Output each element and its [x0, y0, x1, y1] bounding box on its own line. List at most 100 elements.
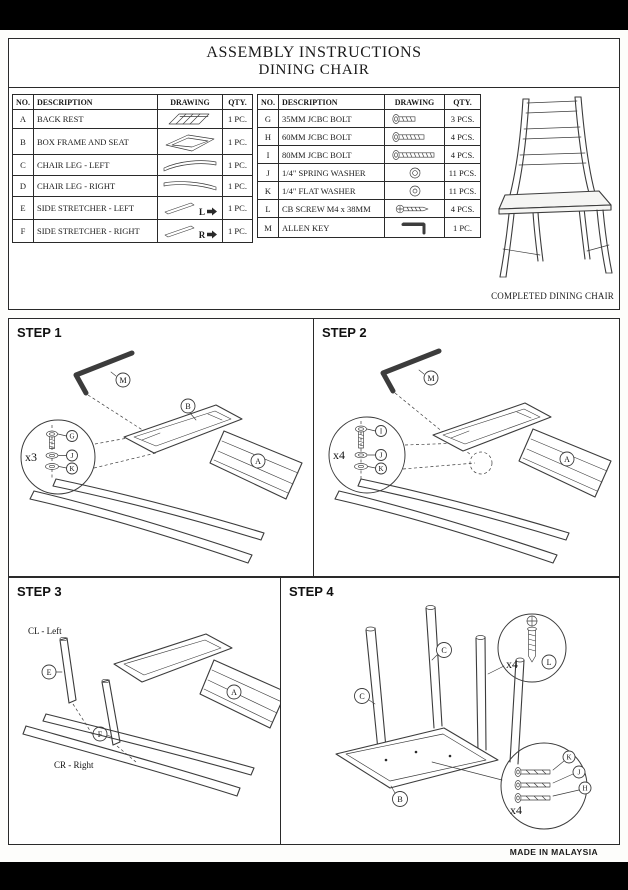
part-qty: 4 PCS.: [444, 199, 481, 218]
part-no: L: [257, 199, 279, 218]
callout-flat-washer: K: [375, 462, 387, 475]
part-no: F: [12, 219, 34, 243]
svg-text:J: J: [71, 452, 74, 460]
part-drawing: L: [157, 196, 223, 220]
front-legs-drawing: [22, 713, 255, 797]
flat-washer-icon: [409, 185, 420, 196]
svg-text:J: J: [578, 768, 581, 776]
callout-back-rest: A: [250, 453, 266, 469]
callout-right-stretcher: F: [92, 726, 108, 742]
table-row: D CHAIR LEG - RIGHT 1 PC.: [12, 175, 253, 197]
part-qty: 11 PCS.: [444, 181, 481, 200]
part-qty: 4 PCS.: [444, 145, 481, 164]
part-description: SIDE STRETCHER - LEFT: [33, 196, 158, 220]
front-legs-drawing: [29, 478, 265, 564]
seat-frame-drawing: [113, 633, 233, 683]
part-no: C: [12, 154, 34, 176]
svg-text:L: L: [547, 658, 552, 667]
table-row: G 35MM JCBC BOLT 3 PCS.: [257, 109, 481, 128]
svg-text:B: B: [185, 402, 190, 411]
part-description: CHAIR LEG - RIGHT: [33, 175, 158, 197]
instruction-sheet: ASSEMBLY INSTRUCTIONS DINING CHAIR NO. D…: [0, 30, 628, 862]
right-stretcher-drawing: [101, 678, 137, 763]
bolt-60mm-icon: [391, 131, 424, 142]
box-frame-icon: [165, 134, 215, 151]
callout-spring-washer: J: [572, 765, 586, 779]
chair-leg-left-icon: [163, 160, 217, 172]
part-no: D: [12, 175, 34, 197]
step-1-diagram: M x3 G J K: [20, 350, 303, 564]
part-description: BACK REST: [33, 109, 158, 129]
callout-spring-washer: J: [66, 449, 78, 462]
seat-box-drawing: [335, 727, 499, 789]
callout-flat-washer: K: [66, 462, 78, 475]
front-legs-drawing: [334, 478, 570, 564]
callout-allen-key: M: [115, 372, 131, 388]
part-description: 60MM JCBC BOLT: [278, 127, 385, 146]
stretcher-right-mark: R: [198, 229, 206, 240]
part-qty: 1 PC.: [222, 154, 253, 176]
table-row: J 1/4" SPRING WASHER 11 PCS.: [257, 163, 481, 182]
step-4-diagram: C C B x4 L: [335, 605, 592, 830]
table-row: B BOX FRAME AND SEAT 1 PC.: [12, 128, 253, 155]
col-qty: QTY.: [222, 94, 253, 110]
hardware-detail-circle: x4: [328, 416, 406, 494]
seat-frame-drawing: [432, 402, 552, 452]
col-no: NO.: [12, 94, 34, 110]
bolt-drawing: [514, 780, 551, 790]
page-subtitle: DINING CHAIR: [258, 62, 370, 78]
col-description: DESCRIPTION: [278, 94, 385, 110]
part-drawing: [157, 154, 223, 176]
table-row: M ALLEN KEY 1 PC.: [257, 217, 481, 238]
part-description: SIDE STRETCHER - RIGHT: [33, 219, 158, 243]
part-no: A: [12, 109, 34, 129]
svg-text:E: E: [47, 668, 52, 677]
svg-text:I: I: [380, 427, 383, 435]
parts-table-frame: NO. DESCRIPTION DRAWING QTY. A BACK REST…: [12, 94, 253, 243]
side-stretcher-right-icon: [164, 225, 195, 237]
callout-screw: L: [541, 654, 557, 670]
svg-text:H: H: [582, 784, 587, 792]
part-drawing: R: [157, 219, 223, 243]
svg-text:J: J: [380, 451, 383, 459]
table-row: E SIDE STRETCHER - LEFT L 1 PC.: [12, 196, 253, 220]
part-drawing: [384, 217, 445, 238]
col-no: NO.: [257, 94, 279, 110]
part-qty: 1 PC.: [222, 128, 253, 155]
back-rest-icon: [168, 113, 210, 125]
right-leg-label: CR - Right: [54, 760, 94, 770]
part-qty: 3 PCS.: [444, 109, 481, 128]
table-row: C CHAIR LEG - LEFT 1 PC.: [12, 154, 253, 176]
part-qty: 1 PC.: [222, 196, 253, 220]
allen-key-icon: [401, 221, 425, 234]
step-2-label: STEP 2: [322, 325, 367, 340]
spring-washer-icon: [409, 167, 420, 178]
callout-leg-front: C: [354, 688, 370, 704]
svg-text:M: M: [427, 374, 434, 383]
page-title: ASSEMBLY INSTRUCTIONS: [206, 44, 422, 61]
part-no: G: [257, 109, 279, 128]
svg-text:F: F: [98, 730, 103, 739]
part-no: E: [12, 196, 34, 220]
stretcher-left-mark: L: [198, 206, 205, 217]
callout-seat-box: B: [392, 791, 408, 807]
part-drawing: [384, 199, 445, 218]
cb-screw-icon: [395, 204, 428, 213]
step-4-panel: STEP 4 C C: [280, 577, 620, 845]
svg-text:A: A: [255, 457, 261, 466]
table-row: I 80MM JCBC BOLT 4 PCS.: [257, 145, 481, 164]
part-no: B: [12, 128, 34, 155]
step-4-label: STEP 4: [289, 584, 334, 599]
part-description: 1/4" FLAT WASHER: [278, 181, 385, 200]
side-stretcher-left-icon: [164, 202, 195, 214]
part-description: CHAIR LEG - LEFT: [33, 154, 158, 176]
svg-text:C: C: [441, 646, 446, 655]
table-row: K 1/4" FLAT WASHER 11 PCS.: [257, 181, 481, 200]
callout-left-stretcher: E: [41, 664, 57, 680]
step-1-label: STEP 1: [17, 325, 62, 340]
part-description: ALLEN KEY: [278, 217, 385, 238]
chair-leg-right-icon: [163, 181, 217, 191]
part-no: J: [257, 163, 279, 182]
callout-bolt: H: [578, 781, 592, 795]
part-qty: 1 PC.: [222, 219, 253, 243]
